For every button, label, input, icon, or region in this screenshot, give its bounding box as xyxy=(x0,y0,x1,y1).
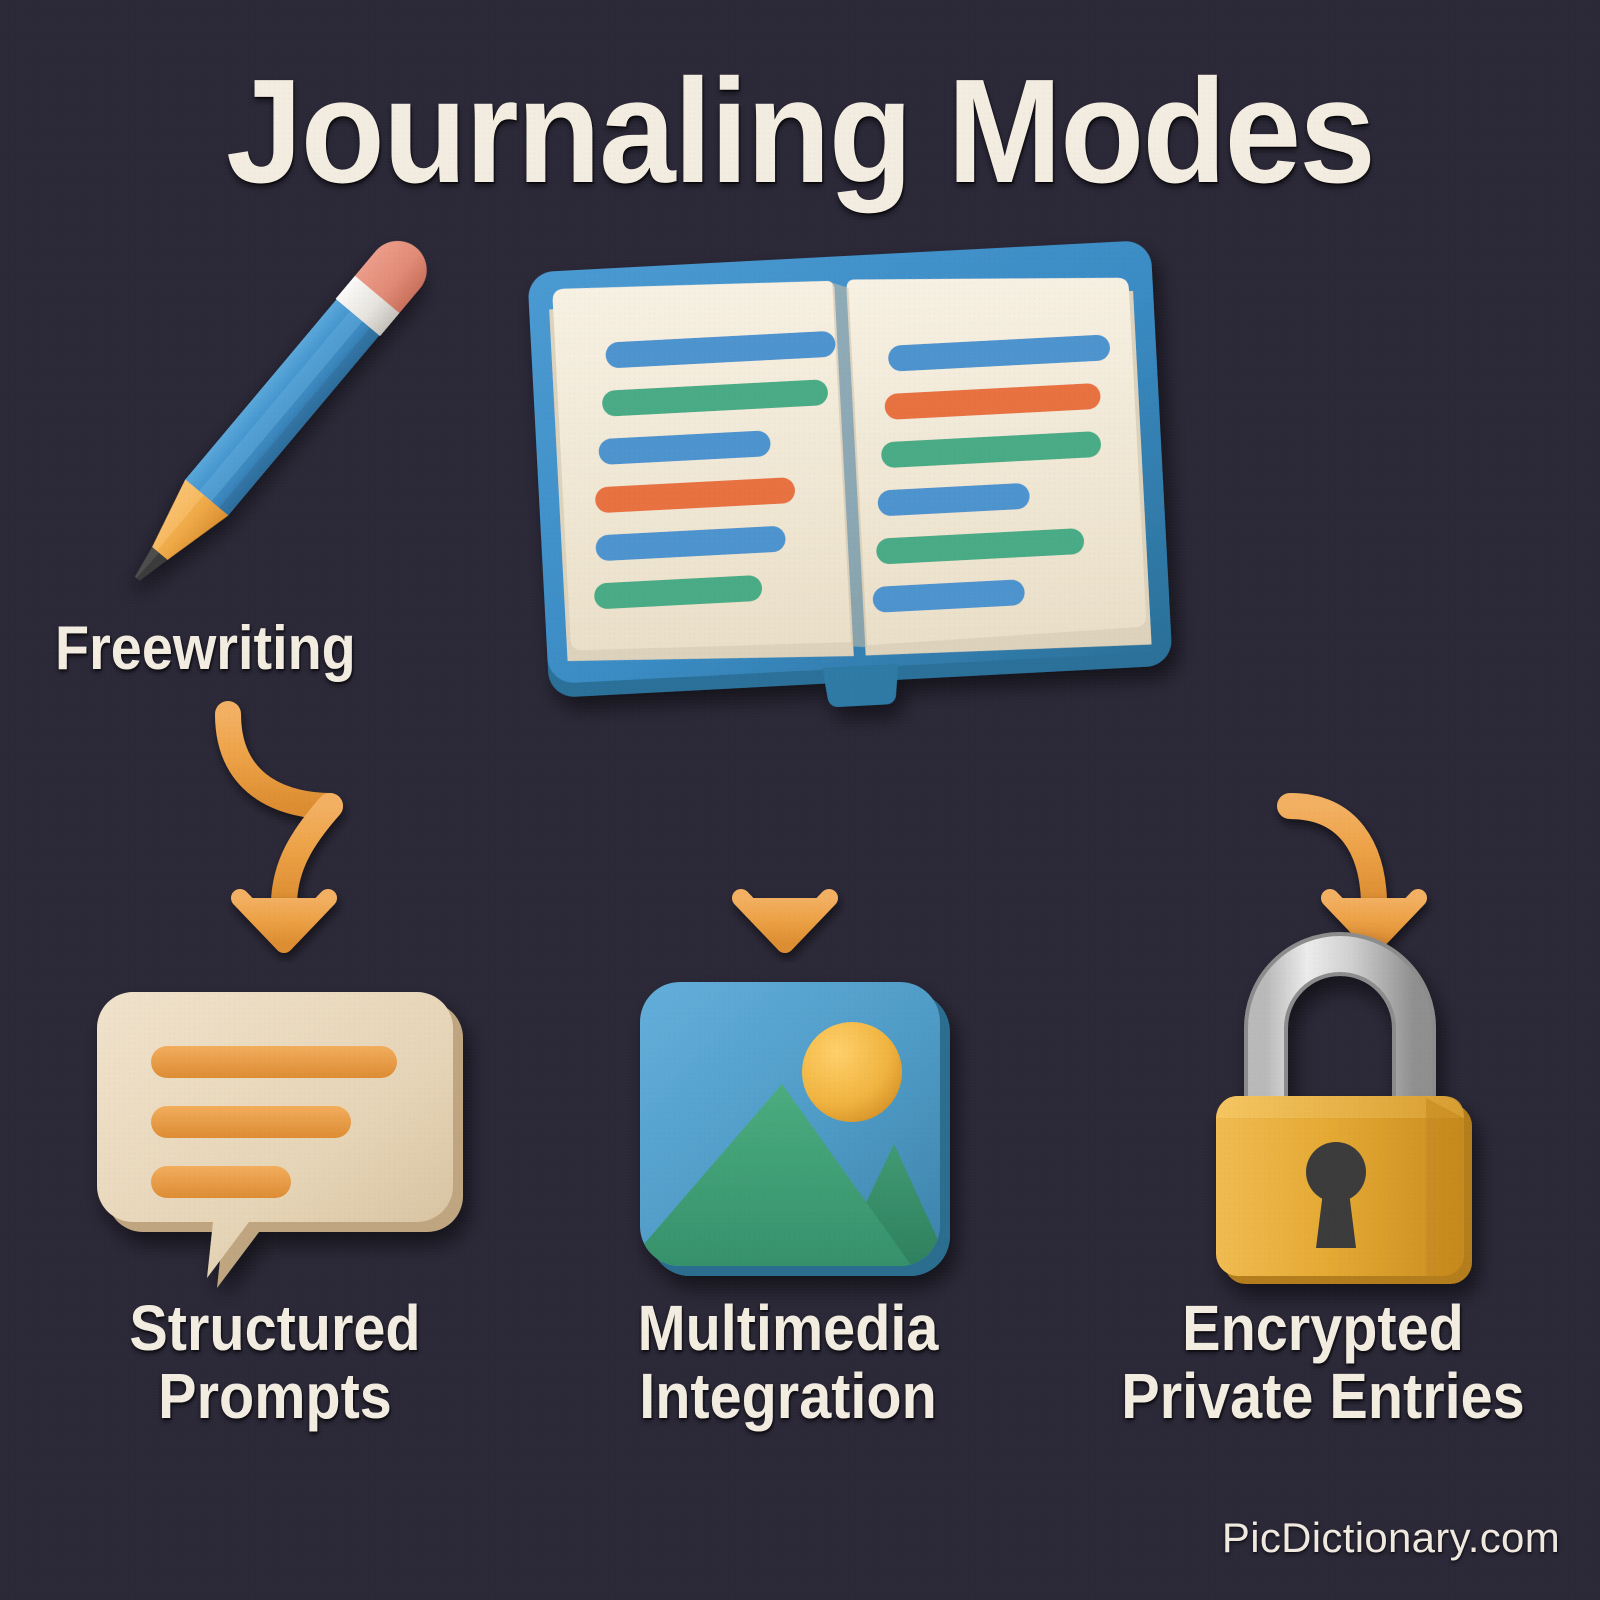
connector-left-descend xyxy=(271,793,343,913)
arrowhead-left xyxy=(231,889,337,953)
mode-label-multimedia-integration: Multimedia Integration xyxy=(577,1292,1000,1432)
pencil-icon xyxy=(134,240,427,581)
mode-label-line1: Encrypted xyxy=(1182,1292,1464,1364)
book-right-page-lines xyxy=(872,334,1110,613)
watermark-footer: PicDictionary.com xyxy=(1221,1514,1560,1561)
mode-label-line1: Structured xyxy=(129,1292,421,1364)
image-picture-icon xyxy=(640,982,950,1276)
connector-right-branch xyxy=(1277,793,1387,913)
page-title: Journaling Modes xyxy=(226,49,1376,214)
mode-label-encrypted-private-entries: Encrypted Private Entries xyxy=(1112,1292,1535,1432)
speech-bubble-icon xyxy=(97,992,463,1288)
open-book-icon xyxy=(528,241,1172,707)
keyhole xyxy=(1306,1142,1366,1248)
padlock-icon xyxy=(1216,932,1472,1284)
speech-bubble-lines xyxy=(151,1046,397,1198)
mode-label-structured-prompts: Structured Prompts xyxy=(64,1292,487,1432)
book-left-page-lines xyxy=(594,331,836,609)
mode-label-line1: Multimedia xyxy=(637,1292,939,1364)
mode-label-line2: Prompts xyxy=(158,1359,392,1432)
mode-label-line2: Private Entries xyxy=(1121,1359,1525,1432)
mode-label-line2: Integration xyxy=(639,1359,937,1432)
arrowhead-center xyxy=(732,889,838,953)
freewriting-label: Freewriting xyxy=(55,614,356,683)
